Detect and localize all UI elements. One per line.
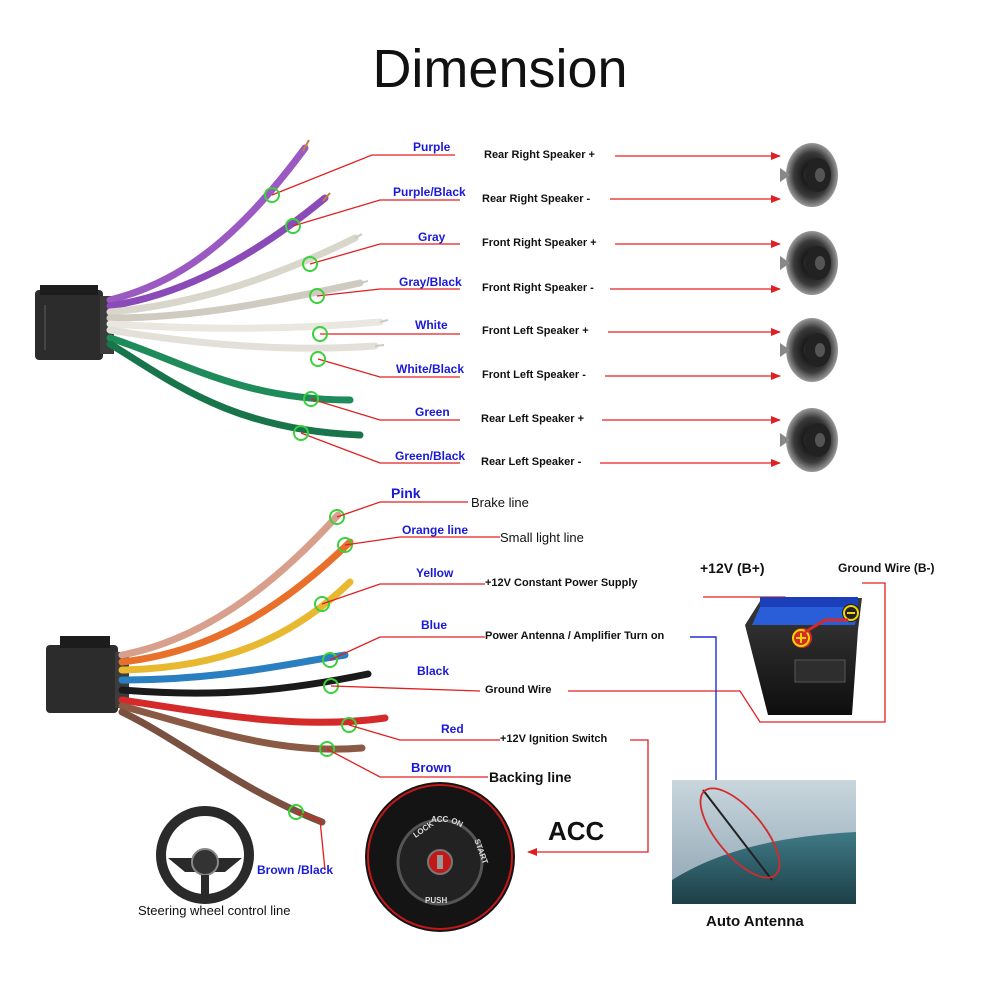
page-title: Dimension	[372, 39, 628, 99]
wire-green	[106, 334, 354, 404]
wire-label-yellow: Yellow	[416, 566, 454, 580]
antenna-leader	[690, 636, 720, 791]
function-label-rear-right-minus: Rear Right Speaker -	[482, 193, 591, 205]
bottom-connector	[46, 636, 129, 713]
speaker-wire-markers	[264, 187, 328, 441]
acc-label: ACC	[548, 816, 605, 846]
speaker-leaders	[271, 152, 781, 467]
function-label-ignition-switch: +12V Ignition Switch	[500, 733, 608, 745]
function-label-rear-right-plus: Rear Right Speaker +	[484, 149, 595, 161]
antenna-photo	[672, 780, 856, 904]
wire-label-pink: Pink	[391, 485, 421, 501]
wire-label-white: White	[415, 318, 448, 332]
wire-label-blue: Blue	[421, 618, 448, 632]
wire-brown	[118, 702, 366, 753]
wire-pink	[118, 511, 342, 659]
wire-red	[118, 696, 389, 726]
speaker-front-right	[780, 231, 838, 295]
speaker-wire-bundle	[106, 139, 389, 439]
wire-blue	[118, 651, 349, 684]
speaker-rear-left	[780, 408, 838, 472]
function-label-front-right-minus: Front Right Speaker -	[482, 282, 594, 294]
wire-label-red: Red	[441, 722, 464, 736]
function-label-ground-wire: Ground Wire	[485, 684, 552, 696]
wire-label-green: Green	[415, 405, 450, 419]
function-label-constant-power: +12V Constant Power Supply	[485, 577, 638, 589]
wire-purple	[106, 144, 309, 304]
wire-black	[118, 670, 372, 697]
speaker-front-left	[780, 318, 838, 382]
ignition-acc-label: ACC	[431, 815, 449, 824]
wire-label-black: Black	[417, 664, 450, 678]
function-label-small-light: Small light line	[500, 530, 584, 545]
function-label-rear-left-plus: Rear Left Speaker +	[481, 413, 585, 425]
battery-plus-label: +12V (B+)	[700, 560, 765, 576]
wire-label-orange: Orange line	[402, 523, 469, 537]
wire-label-purple: Purple	[413, 140, 451, 154]
wire-label-gray-black: Gray/Black	[399, 275, 462, 289]
function-label-front-left-plus: Front Left Speaker +	[482, 325, 589, 337]
wire-label-green-black: Green/Black	[395, 449, 466, 463]
function-label-front-left-minus: Front Left Speaker -	[482, 369, 586, 381]
wire-label-white-black: White/Black	[396, 362, 465, 376]
function-label-steering-wheel: Steering wheel control line	[138, 903, 291, 918]
speaker-rear-right	[780, 143, 838, 207]
ignition-photo	[365, 782, 515, 932]
wire-label-brown: Brown	[411, 760, 452, 775]
wire-label-gray: Gray	[418, 230, 446, 244]
wire-orange	[118, 538, 354, 666]
wire-brown-black	[118, 708, 326, 826]
wire-label-brown-black: Brown /Black	[257, 863, 334, 877]
function-label-front-right-plus: Front Right Speaker +	[482, 237, 597, 249]
battery	[745, 597, 862, 715]
wire-white	[106, 318, 384, 332]
antenna-label: Auto Antenna	[706, 913, 804, 930]
function-label-backing: Backing line	[489, 769, 572, 785]
wire-white-black	[106, 326, 379, 352]
top-connector	[35, 285, 114, 360]
function-label-power-antenna: Power Antenna / Amplifier Turn on	[485, 630, 665, 642]
ignition-push-label: PUSH	[425, 896, 448, 905]
wire-green-black	[106, 340, 364, 439]
wire-gray-black	[106, 279, 364, 322]
function-label-rear-left-minus: Rear Left Speaker -	[481, 456, 582, 468]
wire-label-purple-black: Purple/Black	[393, 185, 466, 199]
function-label-brake: Brake line	[471, 495, 529, 510]
wire-gray	[106, 234, 359, 316]
battery-ground-label: Ground Wire (B-)	[838, 561, 935, 575]
steering-wheel	[156, 806, 254, 904]
power-wire-bundle	[118, 511, 389, 826]
